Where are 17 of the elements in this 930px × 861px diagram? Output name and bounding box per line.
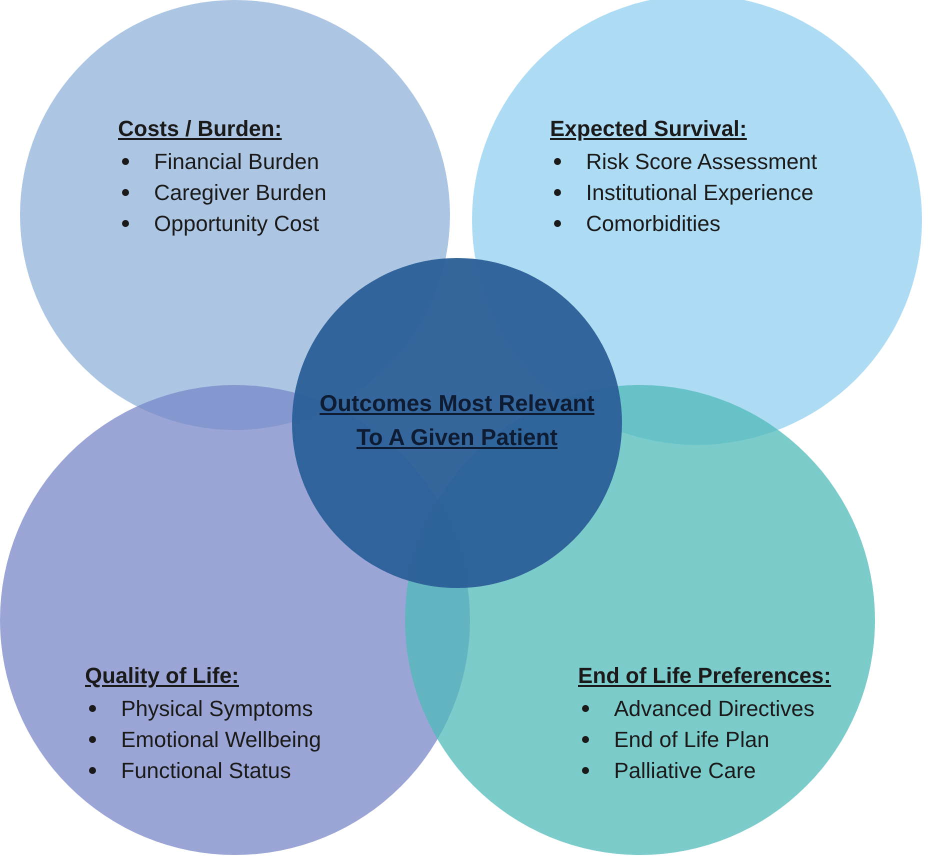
section-heading: Expected Survival: xyxy=(550,115,748,143)
bullet-item: Emotional Wellbeing xyxy=(85,724,322,755)
bullet-item: Palliative Care xyxy=(578,755,832,786)
bullet-item: Institutional Experience xyxy=(550,177,818,208)
bullet-item: Physical Symptoms xyxy=(85,693,322,724)
bullet-item: Risk Score Assessment xyxy=(550,146,818,177)
bullet-item: End of Life Plan xyxy=(578,724,832,755)
bullet-item: Functional Status xyxy=(85,755,322,786)
bullet-item: Advanced Directives xyxy=(578,693,832,724)
bullet-item: Opportunity Cost xyxy=(118,208,326,239)
section-heading: Costs / Burden: xyxy=(118,115,283,143)
bullet-item: Financial Burden xyxy=(118,146,326,177)
center-heading: Outcomes Most Relevant To A Given Patient xyxy=(318,389,596,452)
section-heading: Quality of Life: xyxy=(85,662,240,690)
section-heading: End of Life Preferences: xyxy=(578,662,832,690)
bullet-item: Comorbidities xyxy=(550,208,818,239)
bullet-item: Caregiver Burden xyxy=(118,177,326,208)
